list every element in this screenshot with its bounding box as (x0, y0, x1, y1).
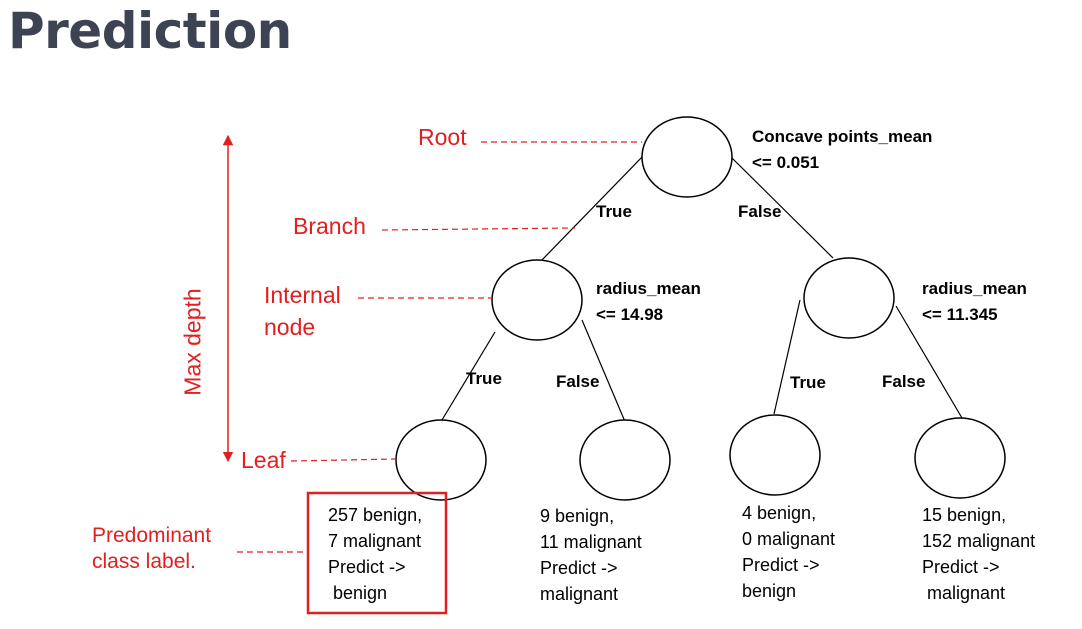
edge-label-root-true: True (596, 202, 632, 221)
root-annotation: Root (418, 124, 467, 150)
edge-left-false (581, 319, 627, 425)
leaf-2-text: 9 benign, 11 malignant Predict -> malign… (540, 506, 642, 604)
edge-left-true (441, 331, 496, 421)
leaf-3-text: 4 benign, 0 malignant Predict -> benign (742, 503, 836, 601)
root-condition: Concave points_mean <= 0.051 (752, 127, 933, 172)
edge-right-true (773, 299, 801, 415)
page-title: Prediction (8, 2, 292, 60)
edge-root-true (540, 155, 644, 262)
max-depth-annotation: Max depth (179, 288, 206, 396)
branch-leader (381, 227, 576, 231)
leaf-node-3 (729, 414, 821, 496)
edge-right-false (895, 305, 963, 419)
edge-label-right-false: False (882, 372, 926, 391)
predominant-annotation: Predominant class label. (92, 524, 212, 573)
right-internal-condition: radius_mean <= 11.345 (922, 279, 1027, 324)
predominant-class-box (306, 491, 448, 615)
leaf-node-2 (579, 419, 671, 501)
root-node (641, 116, 733, 198)
edge-label-right-true: True (790, 373, 826, 392)
leaf-leader (290, 458, 397, 462)
branch-annotation: Branch (293, 213, 366, 239)
internal-node-right (803, 257, 895, 339)
leaf-4-text: 15 benign, 152 malignant Predict -> mali… (922, 505, 1036, 603)
leaf-node-4 (914, 417, 1006, 499)
leaf-node-1 (395, 419, 487, 501)
internal-node-left (491, 259, 583, 341)
leaf-1-text: 257 benign, 7 malignant Predict -> benig… (328, 505, 423, 603)
internal-node-annotation: Internal node (264, 282, 341, 340)
left-internal-condition: radius_mean <= 14.98 (596, 279, 701, 324)
edge-label-left-false: False (556, 372, 600, 391)
edge-label-root-false: False (738, 202, 782, 221)
leaf-annotation: Leaf (241, 447, 286, 473)
edge-root-false (731, 157, 834, 259)
edge-label-left-true: True (466, 369, 502, 388)
